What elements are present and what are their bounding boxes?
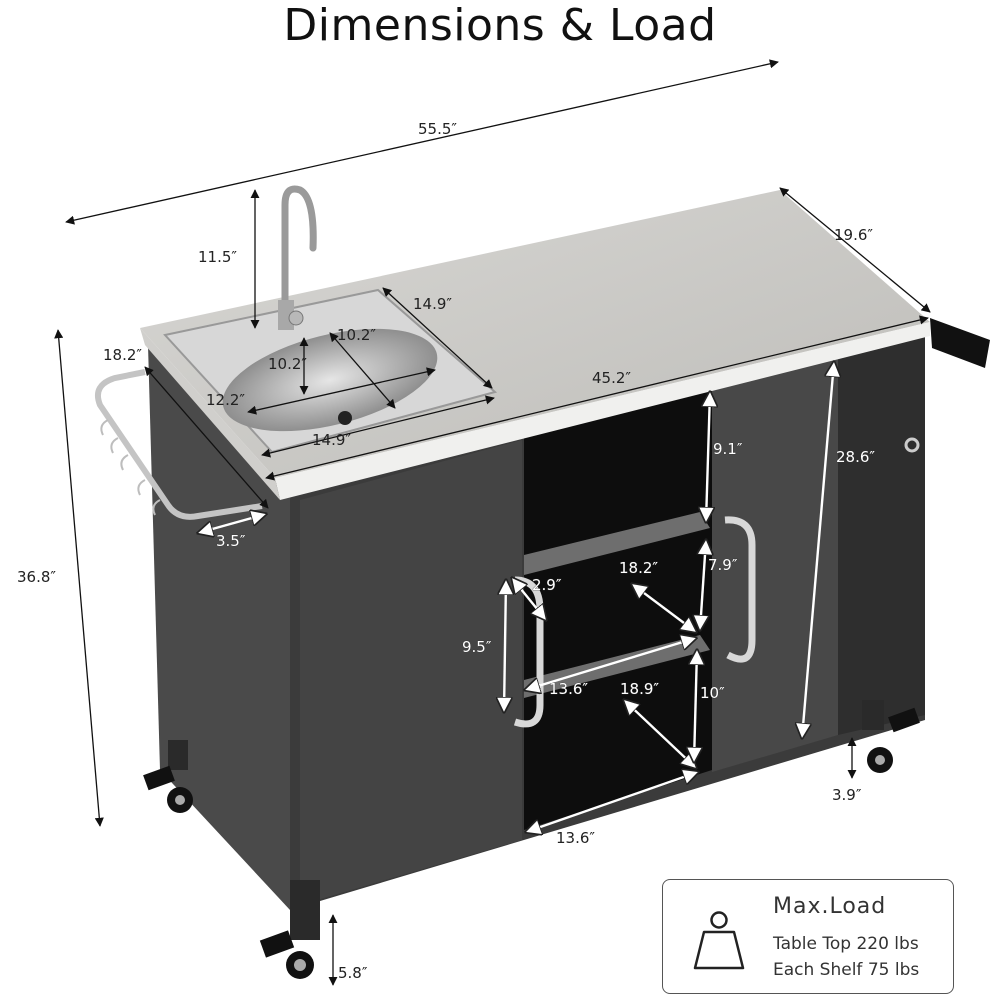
arrow-overall-length <box>65 59 779 225</box>
arrow-cabinet-height <box>802 362 834 738</box>
arrow-shelf-depth-upper <box>632 584 696 632</box>
label-top-front-length: 45.2″ <box>592 369 631 387</box>
front-left-leg <box>290 880 320 940</box>
label-side-length: 18.2″ <box>103 346 142 364</box>
caster-back-left <box>143 765 193 813</box>
label-bottom-width: 13.6″ <box>556 829 595 847</box>
label-sink-depth-outer: 14.9″ <box>413 295 452 313</box>
front-right-leg <box>862 700 884 730</box>
arrow-shelf-spacing-upper <box>700 540 706 630</box>
caster-front-right <box>867 707 920 773</box>
arrow-handle-offset <box>512 578 546 620</box>
label-shelf-depth-upper: 18.2″ <box>619 559 658 577</box>
arrow-shelf-depth-lower <box>624 700 696 768</box>
arrow-shelf-spacing-lower <box>694 650 697 762</box>
towel-bar <box>94 369 263 520</box>
right-side-column <box>838 330 925 735</box>
label-towel-bar: 3.5″ <box>216 532 246 550</box>
label-sink-width-outer: 14.9″ <box>312 431 351 449</box>
caster-front-left <box>259 930 314 979</box>
label-top-to-shelf: 9.1″ <box>713 440 743 458</box>
label-shelf-depth-lower: 18.9″ <box>620 680 659 698</box>
arrow-side-length <box>144 366 269 509</box>
right-door-handle <box>724 516 756 663</box>
label-caster-back: 3.9″ <box>832 786 862 804</box>
shelf-load: Each Shelf 75 lbs <box>773 960 920 980</box>
label-handle-offset: 2.9″ <box>532 576 562 594</box>
back-left-leg <box>168 740 188 770</box>
max-load-heading: Max.Load <box>773 894 887 919</box>
weight-icon <box>691 910 747 976</box>
arrow-bottom-width <box>526 772 698 832</box>
arrow-towel-bar <box>198 514 266 533</box>
label-shelf-width-middle: 13.6″ <box>549 680 588 698</box>
label-bowl-width: 10.2″ <box>337 326 376 344</box>
arrow-top-to-shelf <box>706 392 710 522</box>
page-title: Dimensions & Load <box>283 0 717 51</box>
label-bowl-depth: 10.2″ <box>268 355 307 373</box>
open-shelf-area <box>524 388 712 830</box>
upper-shelf <box>524 512 710 575</box>
arrow-overall-depth <box>779 187 931 313</box>
left-door <box>300 440 522 905</box>
label-overall-length: 55.5″ <box>418 120 457 138</box>
arrow-handle-length <box>504 580 506 712</box>
label-overall-height: 36.8″ <box>17 568 56 586</box>
arrow-shelf-width-middle <box>525 638 696 690</box>
label-faucet-height: 11.5″ <box>198 248 237 266</box>
label-handle-length: 9.5″ <box>462 638 492 656</box>
arrow-overall-height <box>54 329 104 827</box>
label-shelf-spacing-lower: 10″ <box>700 684 725 702</box>
label-bowl-length: 12.2″ <box>206 391 245 409</box>
label-shelf-spacing-upper: 7.9″ <box>708 556 738 574</box>
sink-drain <box>338 411 352 425</box>
side-tray <box>930 318 990 368</box>
table-top-load: Table Top 220 lbs <box>773 934 919 954</box>
arrow-top-front-length <box>265 315 929 481</box>
label-caster-front: 5.8″ <box>338 964 368 982</box>
label-overall-depth: 19.6″ <box>834 226 873 244</box>
max-load-box: Max.Load Table Top 220 lbs Each Shelf 75… <box>662 879 954 994</box>
label-cabinet-height: 28.6″ <box>836 448 875 466</box>
